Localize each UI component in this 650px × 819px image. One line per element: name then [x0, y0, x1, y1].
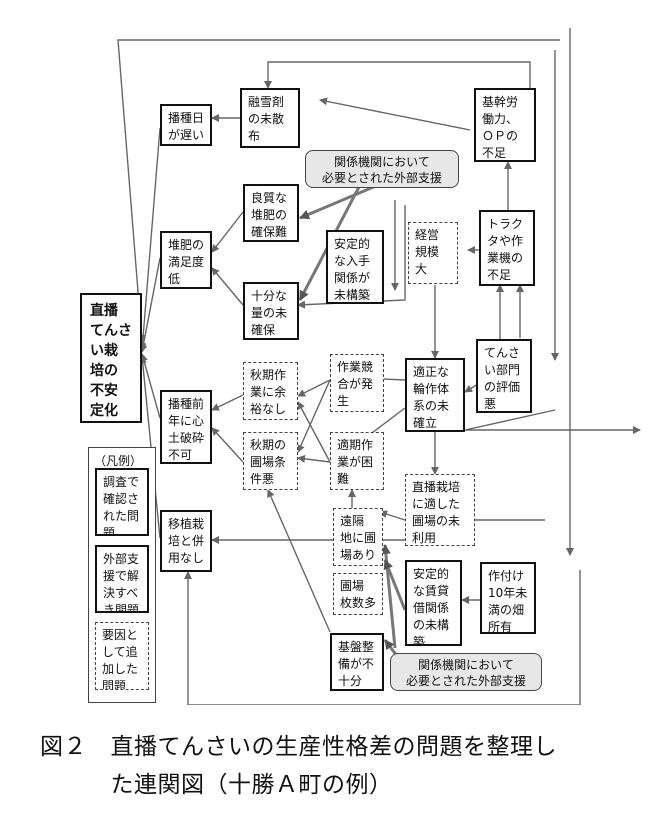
- caption-line-1: 図２ 直播てんさいの生産性格差の問題を整理し: [40, 734, 557, 760]
- node-field-under-10yrs: 作付け 10年未 満の畑 所有: [480, 562, 536, 634]
- node-many-plots: 圃場 枚数多: [333, 573, 383, 615]
- node-subsoil-breaking: 播種前 年に心 土破砕 不可: [160, 390, 212, 464]
- legend-dashed-sample: 要因と して追 加した 問題: [95, 622, 149, 690]
- node-tractor-shortage: トラク タや作 業機の 不足: [479, 210, 535, 286]
- node-infrastructure-insufficient: 基盤整 備が不 十分: [330, 633, 384, 691]
- node-direct-seeding-instability: 直播 てんさ い栽 培の 不安 定化: [80, 293, 142, 423]
- callout-external-support-top: 関係機関において 必要とされた外部支援: [305, 150, 459, 188]
- figure-caption: 図２ 直播てんさいの生産性格差の問題を整理し た連関図（十勝Ａ町の例）: [40, 728, 640, 804]
- legend-external-support-sample: 外部支 援で解 決すべ き問題: [95, 545, 149, 613]
- legend-title: （凡例）: [94, 454, 143, 468]
- caption-line-2: た連関図（十勝Ａ町の例）: [40, 772, 393, 798]
- node-stable-supply: 安定的 な入手 関係が 未構築: [326, 230, 384, 304]
- node-suitable-field-unused: 直播栽培 に適した 圃場の未 利用: [405, 474, 475, 546]
- node-sugarbeet-evaluation: てんさ い部門 の評価 悪: [476, 339, 532, 413]
- node-sufficient-quantity: 十分な 量の未 確保: [243, 282, 299, 340]
- relation-diagram: 直播 てんさ い栽 培の 不安 定化 播種日 が遅い 融雪剤 の未散 布 基幹労…: [80, 28, 641, 705]
- node-no-transplant: 移植栽 培と併 用なし: [160, 510, 212, 572]
- node-remote-fields: 遠隔 地に圃 場あり: [333, 508, 383, 566]
- legend-solid-sample: 調査で 確認さ れた問 題: [95, 468, 149, 536]
- callout-external-support-bottom: 関係機関において 必要とされた外部支援: [390, 653, 542, 691]
- node-work-competition: 作業競 合が発 生: [330, 354, 384, 412]
- node-lease-relation: 安定的 な賃貸 借関係 の未構 築: [405, 560, 462, 646]
- connector-lines: [117, 28, 641, 705]
- node-core-labor-shortage: 基幹労 働力、 ＯＰの 不足: [474, 88, 536, 162]
- node-autumn-no-margin: 秋期作 業に余 裕なし: [243, 362, 298, 420]
- node-late-seeding-date: 播種日 が遅い: [160, 104, 212, 146]
- node-quality-compost: 良質な 堆肥の 確保難: [243, 184, 299, 242]
- node-snow-melting-agent: 融雪剤 の未散 布: [240, 88, 300, 148]
- node-timely-work-difficult: 適期作 業が困 難: [330, 432, 384, 490]
- node-farm-scale-large: 経営 規模 大: [408, 222, 458, 284]
- node-compost-satisfaction: 堆肥の 満足度 低: [160, 231, 212, 289]
- node-autumn-field-condition: 秋期の 圃場条 件悪: [243, 432, 298, 490]
- node-crop-rotation: 適正な 輪作体 系の未 確立: [405, 358, 465, 432]
